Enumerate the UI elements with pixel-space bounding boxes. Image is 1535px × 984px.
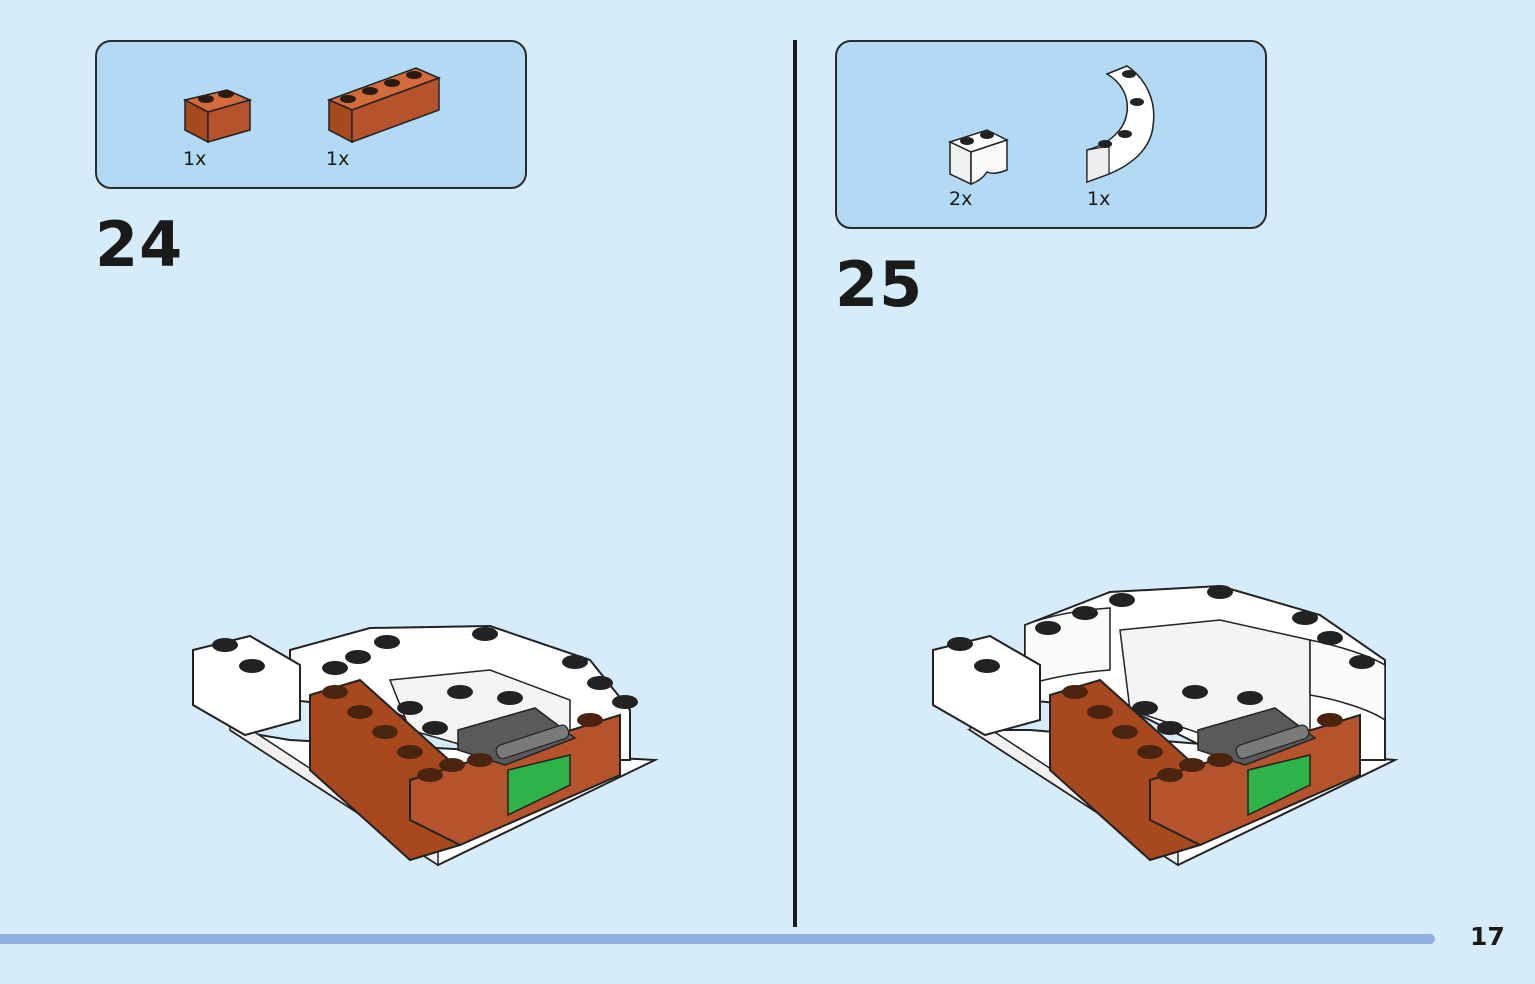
part-qty-3: 2x [949, 188, 973, 210]
part-qty-2: 1x [326, 148, 350, 170]
step-number: 24 [95, 208, 184, 281]
brown-brick-1x4-icon [326, 64, 442, 146]
white-arch-curved-icon [1085, 64, 1159, 186]
parts-callout-24: 1x 1x [95, 40, 527, 189]
progress-bar [0, 934, 1435, 944]
part-qty-1: 1x [183, 148, 207, 170]
brown-brick-1x2-icon [182, 82, 252, 144]
step-25-panel: 2x 1x 25 [797, 0, 1535, 930]
step-24-panel: 1x 1x 24 [0, 0, 795, 930]
step-number: 25 [835, 248, 924, 321]
model-assembly-24 [190, 620, 670, 874]
model-assembly-25 [930, 580, 1410, 874]
white-brick-round-1x2-icon [947, 126, 1011, 188]
part-qty-4: 1x [1087, 188, 1111, 210]
page-divider [793, 40, 797, 927]
page-number: 17 [1470, 922, 1505, 951]
parts-callout-25: 2x 1x [835, 40, 1267, 229]
